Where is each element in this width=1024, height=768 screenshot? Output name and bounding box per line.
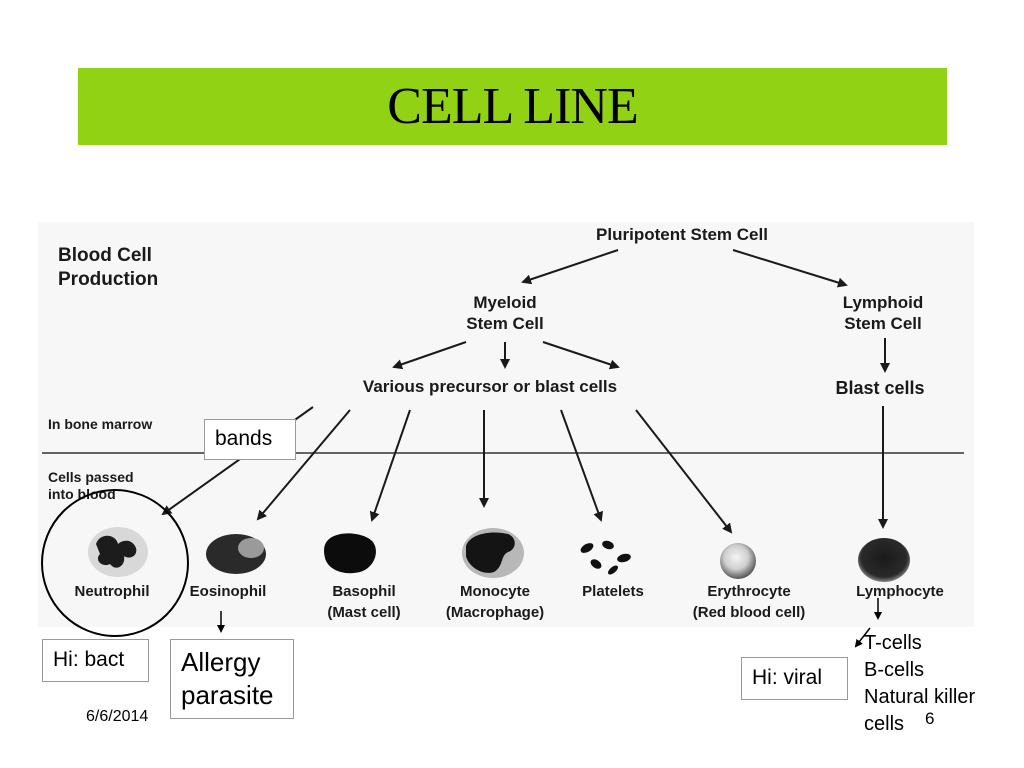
zone-marrow-label: In bone marrow <box>48 416 153 432</box>
arrow-to-platelets <box>560 409 603 522</box>
arrow-root-myeloid <box>521 249 619 285</box>
lymph-type-item: B-cells <box>864 659 925 681</box>
cell-label-platelets: Platelets <box>582 581 644 602</box>
slide-date: 6/6/2014 <box>86 708 149 725</box>
lymphoid-node: Lymphoid Stem Cell <box>843 292 924 334</box>
arrow-to-basophil <box>369 409 411 522</box>
myeloid-node: Myeloid Stem Cell <box>466 292 543 334</box>
cell-name: Lymphocyte <box>856 583 944 600</box>
hi-viral-label: Hi: viral <box>741 657 848 700</box>
title-bar: CELL LINE <box>78 68 947 145</box>
cell-name: Eosinophil <box>189 583 267 600</box>
arrow-root-lymphoid <box>732 249 848 288</box>
arrow-to-eosinophil <box>256 409 351 521</box>
eosinophil-cell-image <box>206 534 266 574</box>
zone-blood-line2: into blood <box>48 486 116 502</box>
cell-name: Monocyte <box>459 583 530 600</box>
basophil-cell-image <box>324 533 376 574</box>
zone-blood-line1: Cells passed <box>48 469 134 485</box>
blood-cell-diagram: Blood Cell Production Pluripotent Stem C… <box>38 222 974 627</box>
myeloid-line1: Myeloid <box>473 293 537 312</box>
cell-name: Basophil <box>332 583 396 600</box>
cell-label-basophil: Basophil (Mast cell) <box>327 581 400 623</box>
cell-label-eosinophil: Eosinophil <box>190 581 267 602</box>
cell-name: Neutrophil <box>74 583 150 600</box>
diagram-heading-line1: Blood Cell <box>58 245 152 266</box>
lymphoid-line2: Stem Cell <box>844 314 922 333</box>
arrow-myeloid-precursor-left <box>392 341 467 370</box>
slide-page-number: 6 <box>925 709 935 728</box>
neutrophil-cell-image <box>88 527 148 577</box>
lymph-type-item: cells <box>864 713 905 735</box>
parasite-line: parasite <box>181 680 274 710</box>
cell-label-erythrocyte: Erythrocyte (Red blood cell) <box>693 581 806 623</box>
root-node: Pluripotent Stem Cell <box>596 225 768 244</box>
cell-subname: (Mast cell) <box>327 604 401 621</box>
cell-name: Platelets <box>582 583 644 600</box>
blast-node: Blast cells <box>835 378 925 398</box>
hi-bact-label: Hi: bact <box>42 639 149 682</box>
lymph-type-item: Natural killer <box>864 686 976 708</box>
lymph-type-item: T-cells <box>864 632 922 654</box>
allergy-line: Allergy <box>181 647 261 677</box>
cell-subname: (Macrophage) <box>445 604 545 621</box>
arrow-to-erythrocyte <box>635 409 733 534</box>
lymphocyte-cell-image <box>858 538 910 582</box>
allergy-parasite-label: Allergy parasite <box>170 639 294 719</box>
slide-title: CELL LINE <box>387 78 638 135</box>
arrow-myeloid-precursor-right <box>542 341 620 370</box>
cell-name: Erythrocyte <box>707 583 791 600</box>
cell-subname: (Red blood cell) <box>692 604 806 621</box>
diagram-heading-line2: Production <box>58 269 159 290</box>
diagram-graphics <box>42 249 964 582</box>
lymphocyte-types-list: T-cells B-cells Natural killer cells <box>864 630 975 738</box>
myeloid-line2: Stem Cell <box>466 314 544 333</box>
zone-blood-label: Cells passed into blood <box>48 469 134 503</box>
cell-label-lymphocyte: Lymphocyte <box>856 581 944 602</box>
bands-label: bands <box>204 419 296 460</box>
lymphoid-line1: Lymphoid <box>842 293 924 312</box>
precursor-node: Various precursor or blast cells <box>362 377 618 396</box>
monocyte-cell-image <box>462 528 524 578</box>
cell-label-neutrophil: Neutrophil <box>75 581 150 602</box>
diagram-heading: Blood Cell Production <box>58 244 158 292</box>
erythrocyte-cell-image <box>720 543 756 579</box>
platelets-cell-image <box>580 540 631 575</box>
cell-label-monocyte: Monocyte (Macrophage) <box>446 581 544 623</box>
